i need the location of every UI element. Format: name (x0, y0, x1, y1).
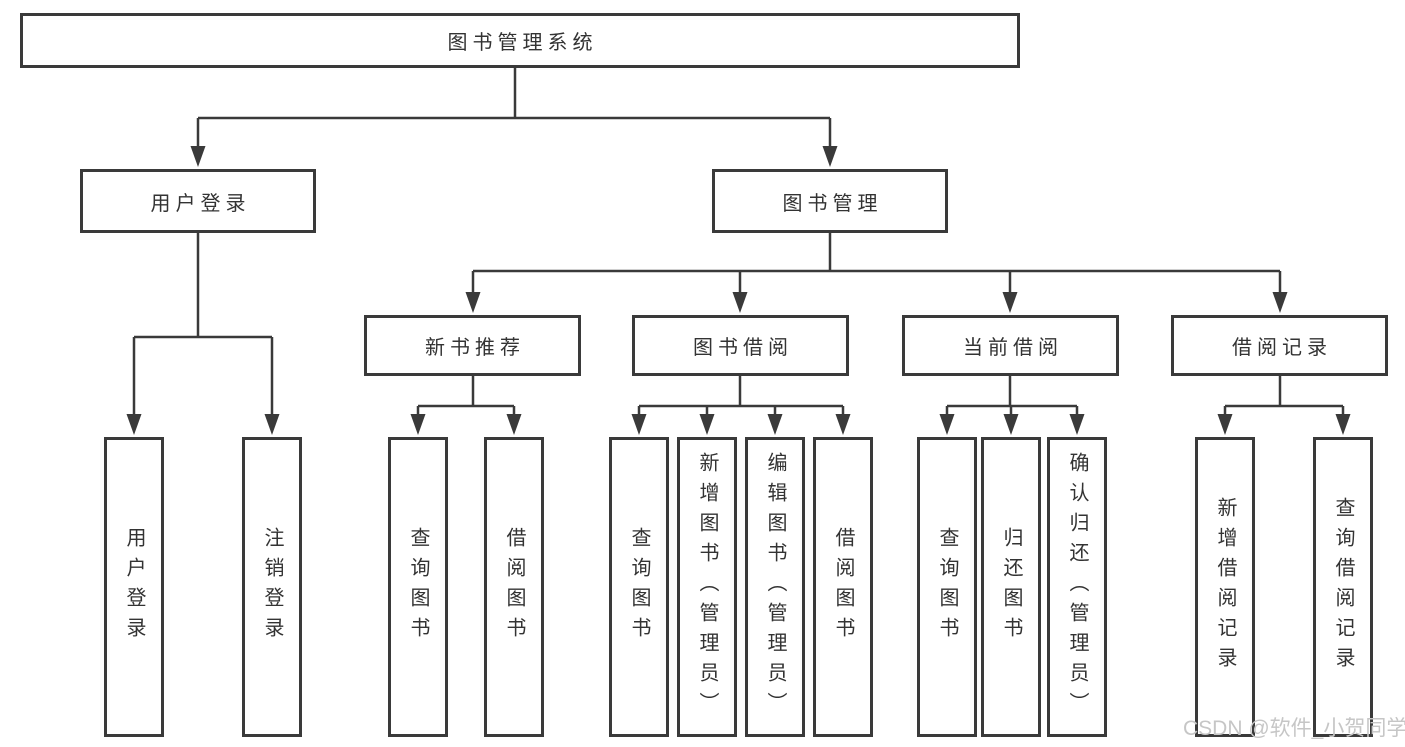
leaf-borrow-books: 借阅图书 (813, 437, 873, 737)
leaf-logout-label: 注销登录 (261, 527, 283, 647)
node-library-system: 图书管理系统 (20, 13, 1020, 68)
leaf-query-books-current-label: 查询图书 (936, 527, 958, 647)
node-current-borrow-label: 当前借阅 (963, 337, 1063, 359)
node-borrow-records: 借阅记录 (1171, 315, 1388, 376)
leaf-edit-books-admin: 编辑图书（管理员） (745, 437, 805, 737)
leaf-add-borrow-record: 新增借阅记录 (1195, 437, 1255, 737)
leaf-logout: 注销登录 (242, 437, 302, 737)
node-current-borrow: 当前借阅 (902, 315, 1119, 376)
node-book-management: 图书管理 (712, 169, 948, 233)
node-user-login: 用户登录 (80, 169, 316, 233)
leaf-user-login: 用户登录 (104, 437, 164, 737)
leaf-add-books-admin: 新增图书（管理员） (677, 437, 737, 737)
csdn-watermark: CSDN @软件_小贺同学 (1183, 717, 1405, 740)
node-book-management-label: 图书管理 (782, 192, 883, 215)
leaf-return-books: 归还图书 (981, 437, 1041, 737)
leaf-add-books-admin-label: 新增图书（管理员） (696, 452, 718, 722)
leaf-borrow-books-recommend-label: 借阅图书 (503, 527, 525, 647)
arrowheads (126, 146, 1351, 435)
node-book-borrow-label: 图书借阅 (693, 337, 793, 359)
node-new-book-recommend: 新书推荐 (364, 315, 581, 376)
leaf-borrow-books-label: 借阅图书 (832, 527, 854, 647)
connector-edges (132, 68, 1345, 418)
node-borrow-records-label: 借阅记录 (1232, 337, 1332, 359)
leaf-query-borrow-record: 查询借阅记录 (1313, 437, 1373, 737)
leaf-query-books-borrow: 查询图书 (609, 437, 669, 737)
leaf-add-borrow-record-label: 新增借阅记录 (1214, 497, 1236, 677)
leaf-query-books-borrow-label: 查询图书 (628, 527, 650, 647)
leaf-query-borrow-record-label: 查询借阅记录 (1332, 497, 1354, 677)
leaf-borrow-books-recommend: 借阅图书 (484, 437, 544, 737)
leaf-return-books-label: 归还图书 (1000, 527, 1022, 647)
leaf-confirm-return-admin: 确认归还（管理员） (1047, 437, 1107, 737)
leaf-query-books-current: 查询图书 (917, 437, 977, 737)
leaf-edit-books-admin-label: 编辑图书（管理员） (764, 452, 786, 722)
node-library-system-label: 图书管理系统 (447, 32, 598, 54)
node-new-book-recommend-label: 新书推荐 (425, 337, 525, 359)
leaf-query-books-recommend-label: 查询图书 (407, 527, 429, 647)
node-book-borrow: 图书借阅 (632, 315, 849, 376)
node-user-login-label: 用户登录 (150, 192, 251, 215)
leaf-query-books-recommend: 查询图书 (388, 437, 448, 737)
leaf-confirm-return-admin-label: 确认归还（管理员） (1066, 452, 1088, 722)
leaf-user-login-label: 用户登录 (123, 527, 145, 647)
